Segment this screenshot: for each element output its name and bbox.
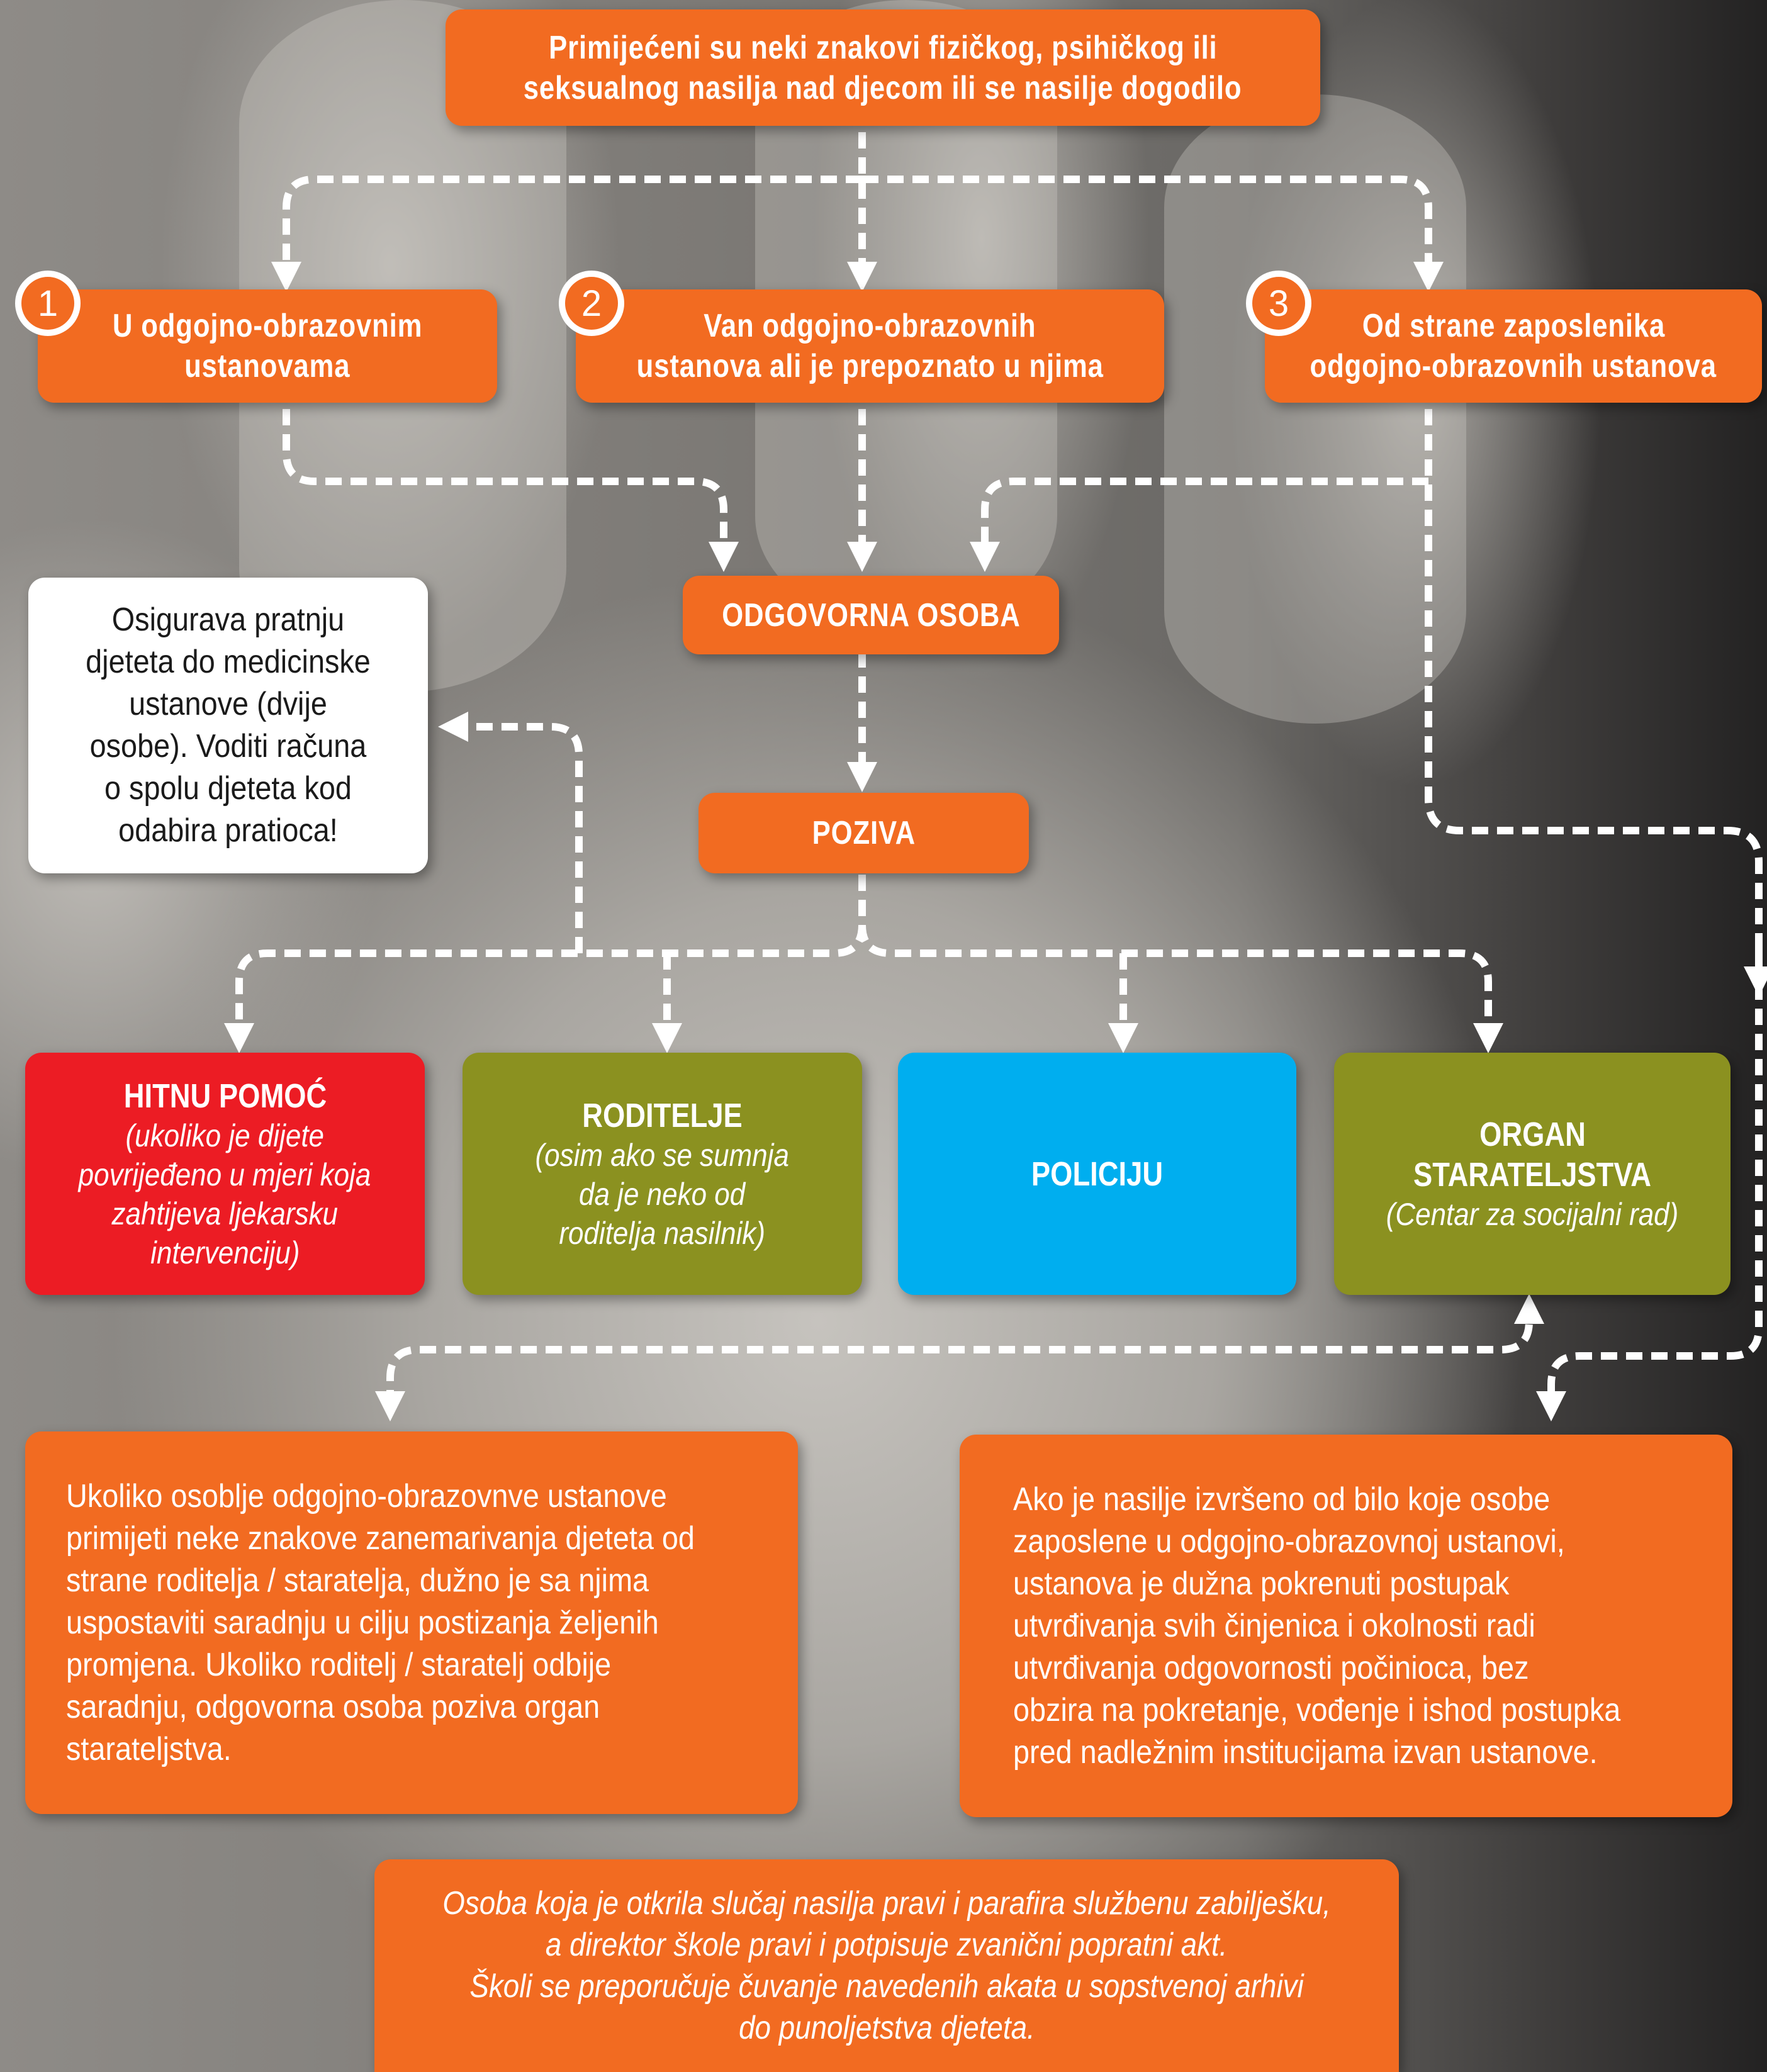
police-box: POLICIJU: [898, 1053, 1296, 1295]
neglect-note-text: Ukoliko osoblje odgojno-obrazovnve ustan…: [66, 1476, 760, 1771]
staff-note-line: obzira na pokretanje, vođenje i ishod po…: [1013, 1691, 1621, 1728]
police-title: POLICIJU: [1031, 1155, 1164, 1193]
neglect-note-line: starateljstva.: [66, 1730, 232, 1767]
ambulance-note-line: povrijeđeno u mjeri koja: [79, 1156, 371, 1192]
neglect-note-line: strane roditelja / staratelja, dužno je …: [66, 1562, 649, 1599]
ambulance-note-line: intervenciju): [150, 1235, 300, 1270]
staff-note-line: ustanova je dužna pokrenuti postupak: [1013, 1565, 1510, 1602]
staff-note-line: utvrđivanja svih činjenica i okolnosti r…: [1013, 1607, 1535, 1644]
arrow-calls-to-escort: [438, 712, 583, 953]
staff-note-line: zaposlene u odgojno-obrazovnoj ustanovi,: [1013, 1523, 1565, 1560]
arrow-top-to-case-1: [271, 176, 862, 292]
documentation-note-box: Osoba koja je otkrila slučaj nasilja pra…: [374, 1859, 1399, 2072]
arrow-calls-branch-right: [858, 924, 1503, 1053]
escort-note-line: ustanove (dvije: [129, 686, 327, 722]
case-3-line-2: odgojno-obrazovnih ustanova: [1310, 348, 1717, 384]
parents-title: RODITELJE: [582, 1096, 743, 1134]
case-2-line-2: ustanova ali je prepoznato u njima: [636, 348, 1104, 384]
case-number-badge-2: 2: [559, 271, 624, 336]
neglect-note-line: uspostaviti saradnju u cilju postizanja …: [66, 1604, 659, 1641]
staff-violence-note-text: Ako je nasilje izvršeno od bilo koje oso…: [1013, 1479, 1693, 1774]
documentation-note-line: Osoba koja je otkrila slučaj nasilja pra…: [442, 1885, 1331, 1922]
case-2-line-1: Van odgojno-obrazovnih: [704, 308, 1036, 344]
guardianship-note: (Centar za socijalni rad): [1386, 1196, 1679, 1232]
case-3-line-1: Od strane zaposlenika: [1362, 308, 1665, 344]
staff-violence-note-box: Ako je nasilje izvršeno od bilo koje oso…: [960, 1435, 1732, 1817]
neglect-note-box: Ukoliko osoblje odgojno-obrazovnve ustan…: [25, 1431, 798, 1814]
trigger-box: Primijećeni su neki znakovi fizičkog, ps…: [446, 9, 1320, 126]
escort-note-line: odabira pratioca!: [118, 812, 338, 849]
case-1-line-1: U odgojno-obrazovnim: [112, 308, 423, 344]
escort-note-line: Osigurava pratnju: [111, 602, 345, 638]
trigger-text-line-1: Primijećeni su neki znakovi fizičkog, ps…: [548, 29, 1218, 66]
staff-note-line: Ako je nasilje izvršeno od bilo koje oso…: [1013, 1481, 1551, 1518]
responsible-person-box: ODGOVORNA OSOBA: [683, 576, 1059, 654]
ambulance-title: HITNU POMOĆ: [123, 1077, 327, 1115]
case-number-badge-3: 3: [1246, 271, 1311, 336]
case-number-badge-1: 1: [15, 271, 81, 336]
neglect-note-line: Ukoliko osoblje odgojno-obrazovnve ustan…: [66, 1477, 667, 1515]
case-1-line-2: ustanovama: [184, 348, 351, 384]
arrow-calls-branch: [224, 875, 866, 1053]
calls-label: POZIVA: [812, 815, 916, 851]
documentation-note-line: a direktor škole pravi i potpisuje zvani…: [546, 1927, 1228, 1963]
responsible-person-label: ODGOVORNA OSOBA: [721, 596, 1021, 634]
parents-note-line: da je neko od: [579, 1176, 746, 1212]
neglect-note-line: promjena. Ukoliko roditelj / staratelj o…: [66, 1646, 612, 1683]
escort-note-line: osobe). Voditi računa: [89, 728, 367, 764]
arrow-top-to-case-3: [862, 176, 1444, 292]
neglect-note-line: primijeti neke znakove zanemarivanja dje…: [66, 1520, 695, 1557]
documentation-note-line: Školi se preporučuje čuvanje navedenih a…: [469, 1968, 1304, 2005]
parents-box: RODITELJE (osim ako se sumnja da je neko…: [463, 1053, 862, 1295]
documentation-note-line: do punoljetstva djeteta.: [738, 2010, 1035, 2046]
staff-note-line: utvrđivanja odgovornosti počinioca, bez: [1013, 1649, 1529, 1686]
case-box-3: Od strane zaposlenika odgojno-obrazovnih…: [1265, 289, 1762, 403]
case-box-2: Van odgojno-obrazovnih ustanova ali je p…: [576, 289, 1164, 403]
escort-note-line: djeteta do medicinske: [86, 644, 371, 680]
trigger-text-line-2: seksualnog nasilja nad djecom ili se nas…: [524, 69, 1242, 106]
arrow-case-1-to-responsible: [283, 409, 739, 572]
hand-finger-shape: [1164, 94, 1466, 724]
escort-note-line: o spolu djeteta kod: [104, 770, 352, 807]
ambulance-note-line: (ukoliko je dijete: [125, 1117, 325, 1153]
case-box-1: U odgojno-obrazovnim ustanovama: [38, 289, 497, 403]
parents-note-line: roditelja nasilnik): [559, 1215, 766, 1251]
staff-note-line: pred nadležnim institucijama izvan ustan…: [1013, 1733, 1598, 1771]
arrow-case-3-down-right: [1425, 409, 1763, 1421]
ambulance-box: HITNU POMOĆ (ukoliko je dijete povrijeđe…: [25, 1053, 425, 1295]
guardianship-title-line-1: ORGAN: [1479, 1115, 1586, 1153]
guardianship-box: ORGAN STARATELJSTVA (Centar za socijalni…: [1334, 1053, 1731, 1295]
escort-note-box: Osigurava pratnju djeteta do medicinske …: [28, 578, 428, 873]
neglect-note-line: saradnju, odgovorna osoba poziva organ: [66, 1688, 600, 1725]
escort-note-text: Osigurava pratnju djeteta do medicinske …: [86, 599, 371, 852]
parents-note-line: (osim ako se sumnja: [535, 1137, 790, 1173]
calls-box: POZIVA: [698, 793, 1029, 873]
ambulance-note-line: zahtijeva ljekarsku: [111, 1196, 339, 1231]
guardianship-title-line-2: STARATELJSTVA: [1413, 1155, 1651, 1194]
arrow-neglect-to-guardianship: [375, 1294, 1544, 1421]
arrow-case-3-to-responsible: [970, 478, 1428, 572]
